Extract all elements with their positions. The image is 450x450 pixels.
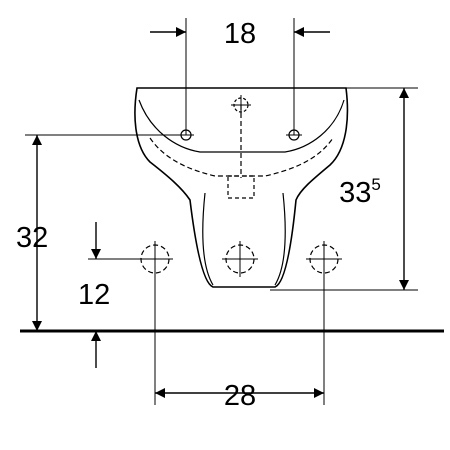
bidet-inner-left: [202, 192, 214, 286]
extension-lines: [25, 18, 418, 405]
label-28: 28: [224, 380, 256, 412]
label-33-5: 335: [339, 175, 381, 209]
bidet-rim: [138, 99, 345, 153]
label-32: 32: [16, 222, 48, 254]
label-18: 18: [224, 18, 256, 50]
label-33: 33: [339, 177, 371, 209]
label-33-superscript: 5: [371, 175, 380, 194]
tap-hole: [231, 95, 251, 115]
bidet-inner-right: [274, 192, 286, 286]
hidden-drain: [227, 175, 255, 199]
label-12: 12: [78, 279, 110, 311]
pipe-connection-left: [137, 241, 173, 277]
hidden-bowl-line: [149, 137, 334, 177]
pipe-connection-centre: [222, 241, 258, 277]
bidet-bowl-outline: [134, 87, 349, 288]
pipe-connection-right: [306, 241, 342, 277]
